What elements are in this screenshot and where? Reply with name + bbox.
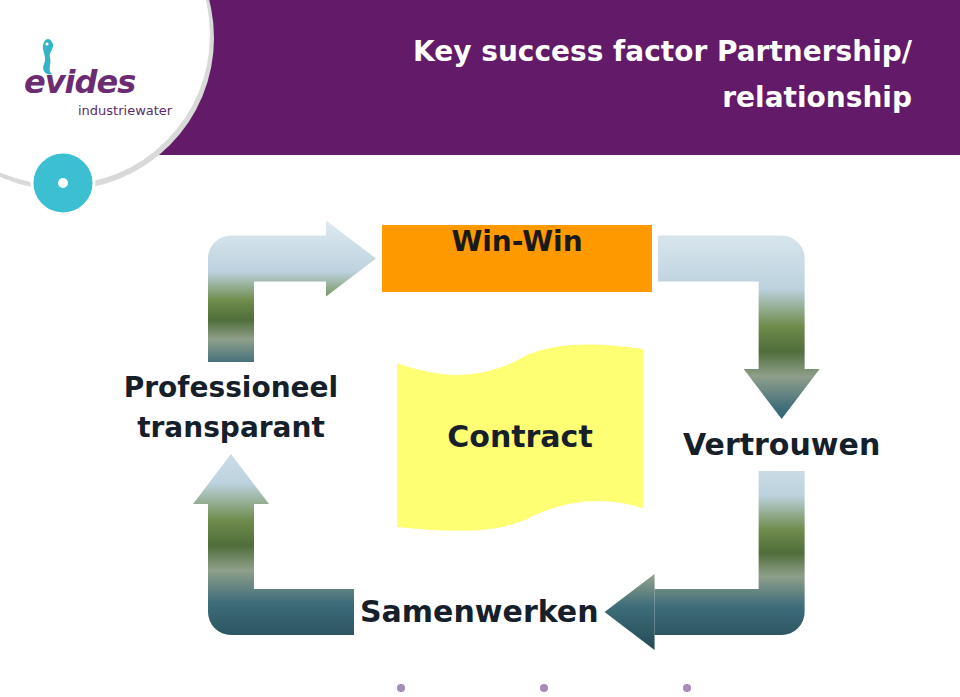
logo-disc bbox=[0, 0, 210, 185]
win-win-box: Win-Win bbox=[382, 225, 652, 292]
node-text: Vertrouwen bbox=[683, 425, 880, 465]
cycle-arrow bbox=[658, 259, 820, 420]
page-dot bbox=[397, 684, 405, 692]
arrow-head bbox=[326, 221, 376, 297]
seahorse-eye bbox=[45, 42, 48, 45]
arrow-shaft bbox=[231, 504, 354, 612]
slide-title: Key success factor Partnership/ relation… bbox=[412, 29, 912, 121]
page-dot bbox=[683, 684, 691, 692]
cycle-arrow bbox=[193, 454, 354, 612]
node-text: Samenwerken bbox=[360, 592, 599, 632]
arrow-shaft bbox=[655, 471, 782, 612]
node-text: Professioneel transparant bbox=[96, 368, 366, 448]
arrow-shaft bbox=[231, 259, 326, 363]
scroll-outline bbox=[397, 344, 643, 530]
arrow-head bbox=[744, 369, 820, 419]
cycle-step: Professioneel transparant bbox=[96, 368, 366, 448]
logo-name: evides bbox=[24, 62, 135, 102]
arrow-shaft bbox=[658, 259, 782, 370]
teal-dot bbox=[32, 152, 94, 214]
arrow-head bbox=[193, 454, 269, 504]
contract-scroll: Contract bbox=[397, 343, 643, 531]
cycle-step: Samenwerken bbox=[360, 592, 599, 632]
node-text: Contract bbox=[447, 417, 593, 457]
cycle-arrow bbox=[231, 221, 376, 363]
teal-dot-center bbox=[58, 178, 68, 188]
page-dot bbox=[540, 684, 548, 692]
node-text: Win-Win bbox=[451, 226, 582, 258]
logo-subtitle: industriewater bbox=[78, 102, 172, 120]
cycle-step: Vertrouwen bbox=[683, 425, 880, 465]
arrow-head bbox=[605, 574, 655, 650]
logo-shadow bbox=[0, 0, 214, 190]
